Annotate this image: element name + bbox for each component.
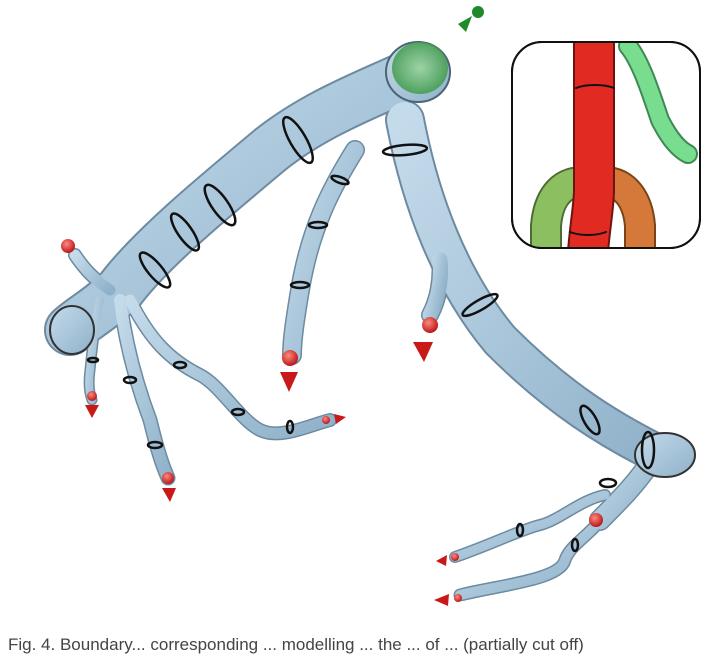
caption-text: Fig. 4. Boundary... corresponding ... mo… bbox=[8, 635, 584, 654]
outlet-arrow-icon bbox=[85, 391, 99, 418]
outlet-arrow-icon bbox=[413, 317, 438, 362]
outlet-arrow-icon bbox=[589, 513, 603, 527]
outlet-arrow-icon bbox=[61, 239, 75, 253]
inlet-boundary bbox=[392, 6, 484, 94]
inlet-arrow-icon bbox=[458, 6, 484, 32]
inset-panel bbox=[511, 41, 701, 249]
vessel-surfaces bbox=[46, 46, 678, 600]
outlet-arrow-icon bbox=[322, 414, 346, 424]
outlet-markers bbox=[61, 239, 603, 606]
figure-caption: Fig. 4. Boundary... corresponding ... mo… bbox=[8, 634, 698, 661]
inlet-surface bbox=[392, 42, 448, 94]
outlet-arrow-icon bbox=[434, 594, 462, 606]
outlet-arrow-icon bbox=[162, 472, 176, 502]
outlet-arrow-icon bbox=[280, 350, 298, 392]
segment-rings bbox=[86, 115, 656, 553]
left-bifurcation-cap bbox=[49, 305, 95, 355]
outlet-arrow-icon bbox=[436, 553, 459, 566]
